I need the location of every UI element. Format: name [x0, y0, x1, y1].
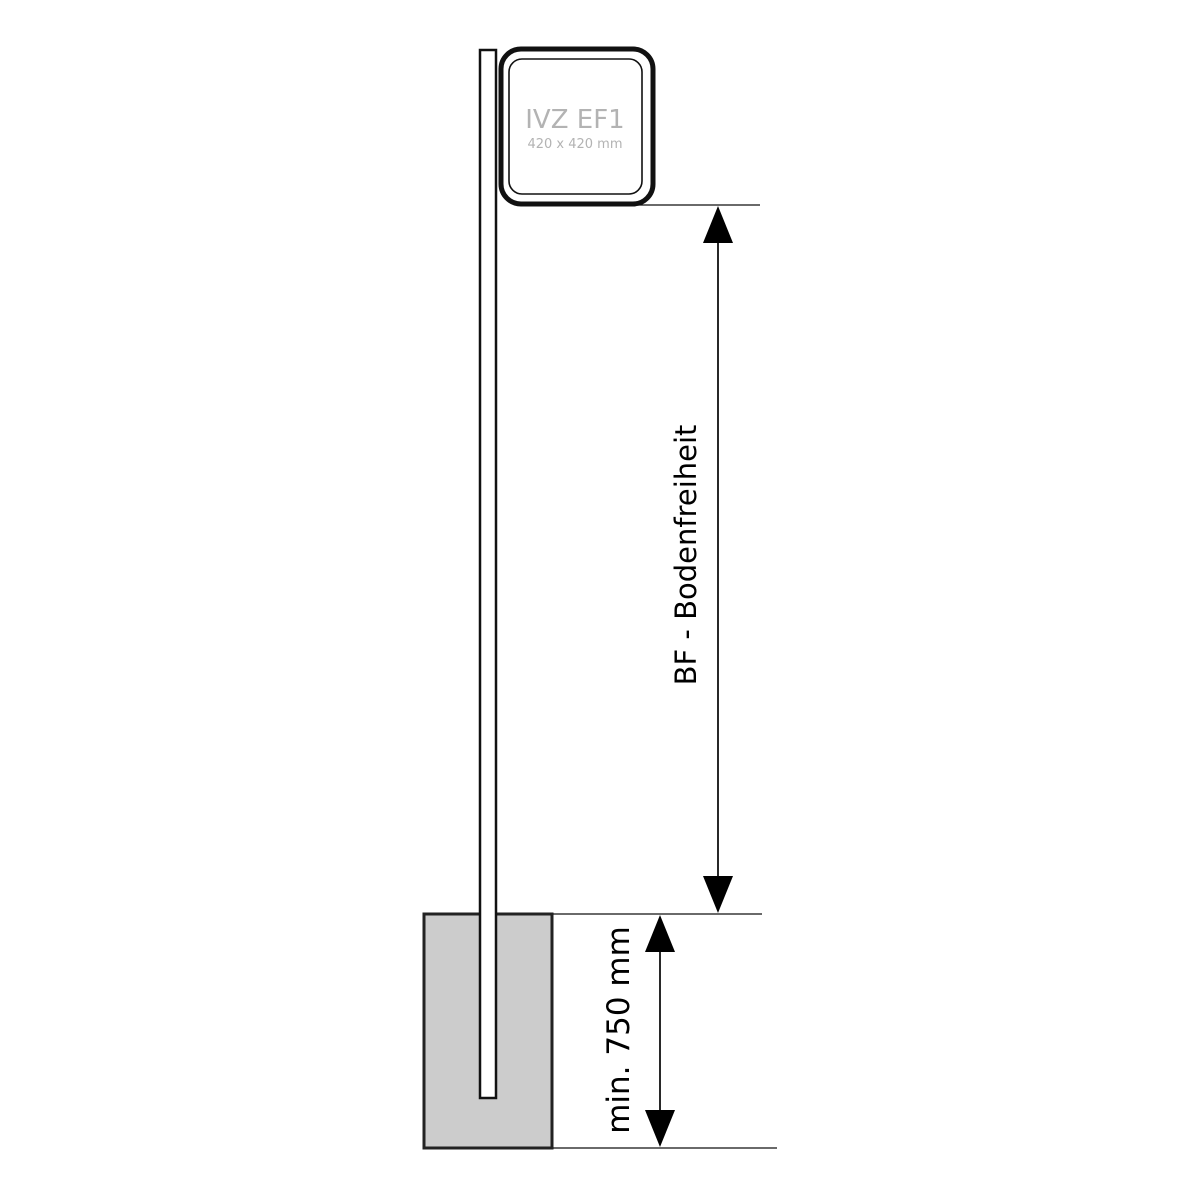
clearance-label: BF - Bodenfreiheit — [669, 425, 703, 686]
sign-title: IVZ EF1 — [525, 105, 624, 135]
foundation-depth-label: min. 750 mm — [601, 926, 637, 1134]
sign-inner-border — [508, 58, 643, 195]
clearance-dimension-arrow — [703, 206, 733, 913]
sign-size: 420 x 420 mm — [527, 137, 622, 152]
foundation-depth-arrow — [645, 915, 675, 1147]
sign-pole — [478, 48, 498, 1100]
